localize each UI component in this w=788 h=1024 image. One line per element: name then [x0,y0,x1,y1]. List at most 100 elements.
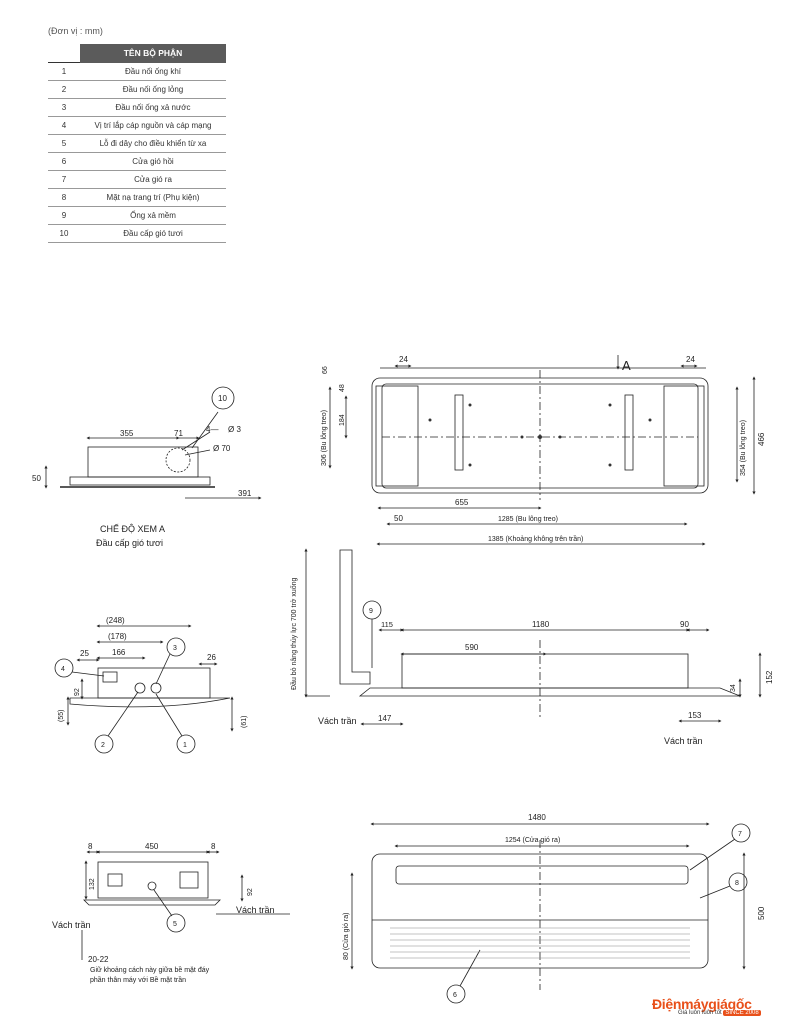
callout-9: 9 [369,608,373,615]
dim-80: 80 (Cửa gió ra) [342,913,350,960]
fresh-air-port [165,447,191,473]
dim-8-left: 8 [88,842,93,851]
parts-row-name: Đầu nối ống xả nước [80,98,226,117]
dim-34: 34 [730,684,737,692]
dim-66: 66 [322,366,329,374]
parts-row-name: Đầu cấp gió tươi [80,224,226,243]
dim-20-22: 20-22 [88,955,109,964]
dim-92-front: 92 [247,888,254,896]
dim-1254: 1254 (Cửa gió ra) [505,836,560,844]
top-view-drawing [328,355,756,546]
dim-391: 391 [238,489,252,498]
dim-24-left: 24 [399,355,408,364]
callout-10: 10 [218,394,227,403]
parts-row-number: 2 [48,80,80,99]
dim-147: 147 [378,714,392,723]
parts-row-number: 8 [48,188,80,207]
pipe-view-drawing [54,624,234,754]
dim-61: (61) [241,716,248,728]
brand-slogan: Giá luôn luôn tốt [678,1010,722,1016]
drain-hose [339,549,371,685]
dim-50: 50 [32,474,41,483]
parts-row-number: 9 [48,206,80,225]
dim-590: 590 [465,643,479,652]
parts-row-name: Vị trí lắp cáp nguồn và cáp mạng [80,116,226,135]
dim-26: 26 [207,653,216,662]
dim-phi70: Ø 70 [213,444,231,453]
callout-6: 6 [453,992,457,999]
parts-row-name: Cửa gió ra [80,170,226,189]
parts-row-number: 6 [48,152,80,171]
dim-248: (248) [106,616,125,625]
callout-4: 4 [61,666,65,673]
callout-8: 8 [735,880,739,887]
dim-1285: 1285 (Bu lông treo) [498,516,558,523]
front-small-drawing [81,850,290,960]
parts-row-name: Đầu nối ống lỏng [80,80,226,99]
front-panel-drawing [350,822,751,1004]
air-outlet-slot [395,865,689,885]
dim-8-right: 8 [211,842,216,851]
parts-row-number: 5 [48,134,80,153]
brand-since-badge: SINCE 2008 [723,1010,761,1016]
ceiling-right-label: Vách trần [664,736,703,746]
dim-1385: 1385 (Khoảng không trên trần) [488,534,583,543]
callout-3: 3 [173,645,177,652]
parts-number-header [48,44,80,63]
parts-name-header: TÊN BỘ PHẬN [80,44,226,63]
return-grille [390,927,690,959]
brand-logo[interactable]: Điệnmáygiágốc Giá luôn luôn tốt SINCE 20… [652,996,782,1020]
dim-25: 25 [80,649,89,658]
dim-24-right: 24 [686,355,695,364]
dim-153: 153 [688,711,702,720]
dim-178: (178) [108,632,127,641]
callout-7: 7 [738,831,742,838]
parts-row-number: 3 [48,98,80,117]
parts-row-number: 10 [48,224,80,243]
dim-115: 115 [381,620,393,629]
dim-500: 500 [757,906,766,920]
parts-row-number: 7 [48,170,80,189]
dim-184: 184 [339,414,346,426]
side-view-drawing [304,548,762,726]
front-ceiling-right: Vách trần [236,905,275,915]
front-small-body [97,861,209,899]
parts-row-name: Đầu nối ống khí [80,62,226,81]
view-a-subcaption: Đầu cấp gió tươi [96,538,163,548]
dim-92-pipe: 92 [74,688,81,696]
dim-132: 132 [89,878,96,890]
dim-4: 4— [206,425,218,434]
dim-354: 354 (Bu lông treo) [740,420,747,476]
parts-row-name: Ống xả mềm [80,206,226,225]
dim-1180: 1180 [532,620,550,629]
view-a-drawing [44,386,262,500]
callout-2: 2 [101,742,105,749]
side-vertical-note: Đầu bỏ nâng thủy lực 700 trở xuống [289,577,298,690]
view-a-mark: A [622,358,631,373]
view-a-body [87,446,199,478]
unit-note: (Đơn vị : mm) [48,26,103,36]
side-view-body [401,653,689,689]
dim-306: 306 (Bu lông treo) [321,410,328,466]
view-a-panel [69,476,211,486]
view-a-caption: CHẾ ĐỘ XEM A [100,524,165,534]
dim-655: 655 [455,498,469,507]
callout-1: 1 [183,742,187,749]
dim-166: 166 [112,648,126,657]
dim-152: 152 [765,670,774,684]
brand-name-1: Điện [652,996,682,1012]
top-view-dots [428,403,652,467]
dim-466: 466 [757,432,766,446]
brand-name-2: máygiágốc [681,996,752,1012]
clearance-note-1: Giữ khoảng cách này giữa bề mặt đáy [90,965,210,974]
dim-450: 450 [145,842,159,851]
dim-48: 48 [339,384,346,392]
